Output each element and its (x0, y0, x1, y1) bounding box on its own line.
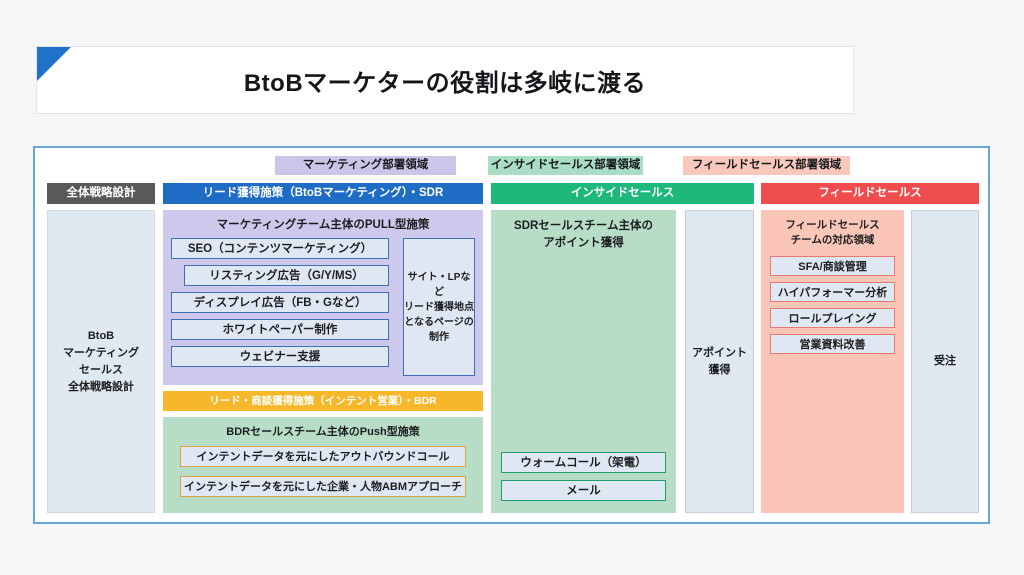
pull-block-inner: SEO（コンテンツマーケティング） リスティング広告（G/Y/MS） ディスプレ… (171, 238, 475, 380)
panel-site-lp-production: サイト・LPなど リード獲得地点 となるページの 制作 (403, 238, 475, 376)
diagram-frame: マーケティング部署領域 インサイドセールス部署領域 フィールドセールス部署領域 … (33, 146, 990, 524)
field-item-sales-material-improvement[interactable]: 営業資料改善 (770, 334, 895, 354)
legend-badge-inside-sales: インサイドセールス部署領域 (488, 156, 643, 175)
column-header-inside-sales: インサイドセールス (491, 183, 754, 204)
field-sales-title-line-2: チームの対応領域 (790, 234, 875, 246)
panel-pull-measures: マーケティングチーム主体のPULL型施策 SEO（コンテンツマーケティング） リ… (163, 210, 483, 385)
pull-block-title: マーケティングチーム主体のPULL型施策 (216, 219, 430, 231)
legend-badge-field-sales: フィールドセールス部署領域 (683, 156, 850, 175)
inside-sales-title: SDRセールスチーム主体の アポイント獲得 (501, 218, 666, 252)
legend-badge-marketing: マーケティング部署領域 (275, 156, 456, 175)
panel-push-measures: BDRセールスチーム主体のPush型施策 インテントデータを元にしたアウトバウン… (163, 417, 483, 513)
strategy-line-4: 全体戦略設計 (68, 380, 134, 393)
field-item-role-playing[interactable]: ロールプレイング (770, 308, 895, 328)
pull-item-list: SEO（コンテンツマーケティング） リスティング広告（G/Y/MS） ディスプレ… (171, 238, 389, 373)
strategy-line-2: マーケティング (62, 346, 140, 359)
panel-appointment-acquired: アポイント 獲得 (685, 210, 754, 513)
site-lp-line-1: サイト・LPなど (407, 271, 471, 298)
site-lp-line-4: 制作 (429, 331, 449, 343)
site-lp-line-3: となるページの (404, 316, 474, 328)
field-sales-title: フィールドセールス チームの対応領域 (770, 218, 895, 248)
legend-row: マーケティング部署領域 インサイドセールス部署領域 フィールドセールス部署領域 (35, 156, 988, 176)
inside-item-warm-call[interactable]: ウォームコール（架電） (501, 452, 666, 473)
column-header-row: 全体戦略設計 リード獲得施策（BtoBマーケティング）・SDR インサイドセール… (35, 183, 988, 204)
panel-overall-strategy: BtoB マーケティング セールス 全体戦略設計 (47, 210, 155, 513)
strategy-text-block: BtoB マーケティング セールス 全体戦略設計 (63, 328, 139, 396)
field-item-high-performer-analysis[interactable]: ハイパフォーマー分析 (770, 282, 895, 302)
field-sales-title-line-1: フィールドセールス (785, 219, 880, 231)
site-lp-line-2: リード獲得地点 (404, 301, 474, 313)
panel-order-received: 受注 (911, 210, 979, 513)
order-text-block: 受注 (934, 353, 956, 370)
column-header-field-sales: フィールドセールス (761, 183, 979, 204)
push-item-abm-approach[interactable]: インテントデータを元にした企業・人物ABMアプローチ (180, 476, 466, 497)
corner-accent-triangle (37, 47, 71, 81)
pull-item-whitepaper[interactable]: ホワイトペーパー制作 (171, 319, 389, 340)
field-item-sfa[interactable]: SFA/商談管理 (770, 256, 895, 276)
pull-item-webinar[interactable]: ウェビナー支援 (171, 346, 389, 367)
inside-item-email[interactable]: メール (501, 480, 666, 501)
diagram-body: BtoB マーケティング セールス 全体戦略設計 マーケティングチーム主体のPU… (35, 210, 988, 520)
push-block-title: BDRセールスチーム主体のPush型施策 (226, 426, 420, 438)
column-header-strategy: 全体戦略設計 (47, 183, 155, 204)
inside-sales-item-list: ウォームコール（架電） メール (501, 452, 666, 501)
site-lp-text-block: サイト・LPなど リード獲得地点 となるページの 制作 (404, 270, 474, 345)
order-line-1: 受注 (934, 355, 956, 367)
appointment-line-1: アポイント (692, 346, 747, 359)
pull-item-display-ads[interactable]: ディスプレイ広告（FB・Gなど） (171, 292, 389, 313)
title-card: BtoBマーケターの役割は多岐に渡る (36, 46, 854, 114)
inside-sales-title-line-2: アポイント獲得 (543, 237, 624, 249)
pull-item-listing-ads[interactable]: リスティング広告（G/Y/MS） (184, 265, 389, 286)
strategy-line-1: BtoB (87, 329, 115, 342)
bar-bdr-intent-sales: リード・商談獲得施策（インテント営業）・BDR (163, 391, 483, 411)
panel-inside-sales: SDRセールスチーム主体の アポイント獲得 ウォームコール（架電） メール (491, 210, 676, 513)
push-item-outbound-call[interactable]: インテントデータを元にしたアウトバウンドコール (180, 446, 466, 467)
column-header-lead-acquisition: リード獲得施策（BtoBマーケティング）・SDR (163, 183, 483, 204)
strategy-line-3: セールス (79, 363, 123, 376)
page-title: BtoBマーケターの役割は多岐に渡る (243, 69, 647, 97)
panel-field-sales: フィールドセールス チームの対応領域 SFA/商談管理 ハイパフォーマー分析 ロ… (761, 210, 904, 513)
pull-item-seo[interactable]: SEO（コンテンツマーケティング） (171, 238, 389, 259)
appointment-line-2: 獲得 (708, 363, 731, 376)
appointment-text-block: アポイント 獲得 (692, 345, 747, 379)
inside-sales-title-line-1: SDRセールスチーム主体の (514, 220, 653, 232)
